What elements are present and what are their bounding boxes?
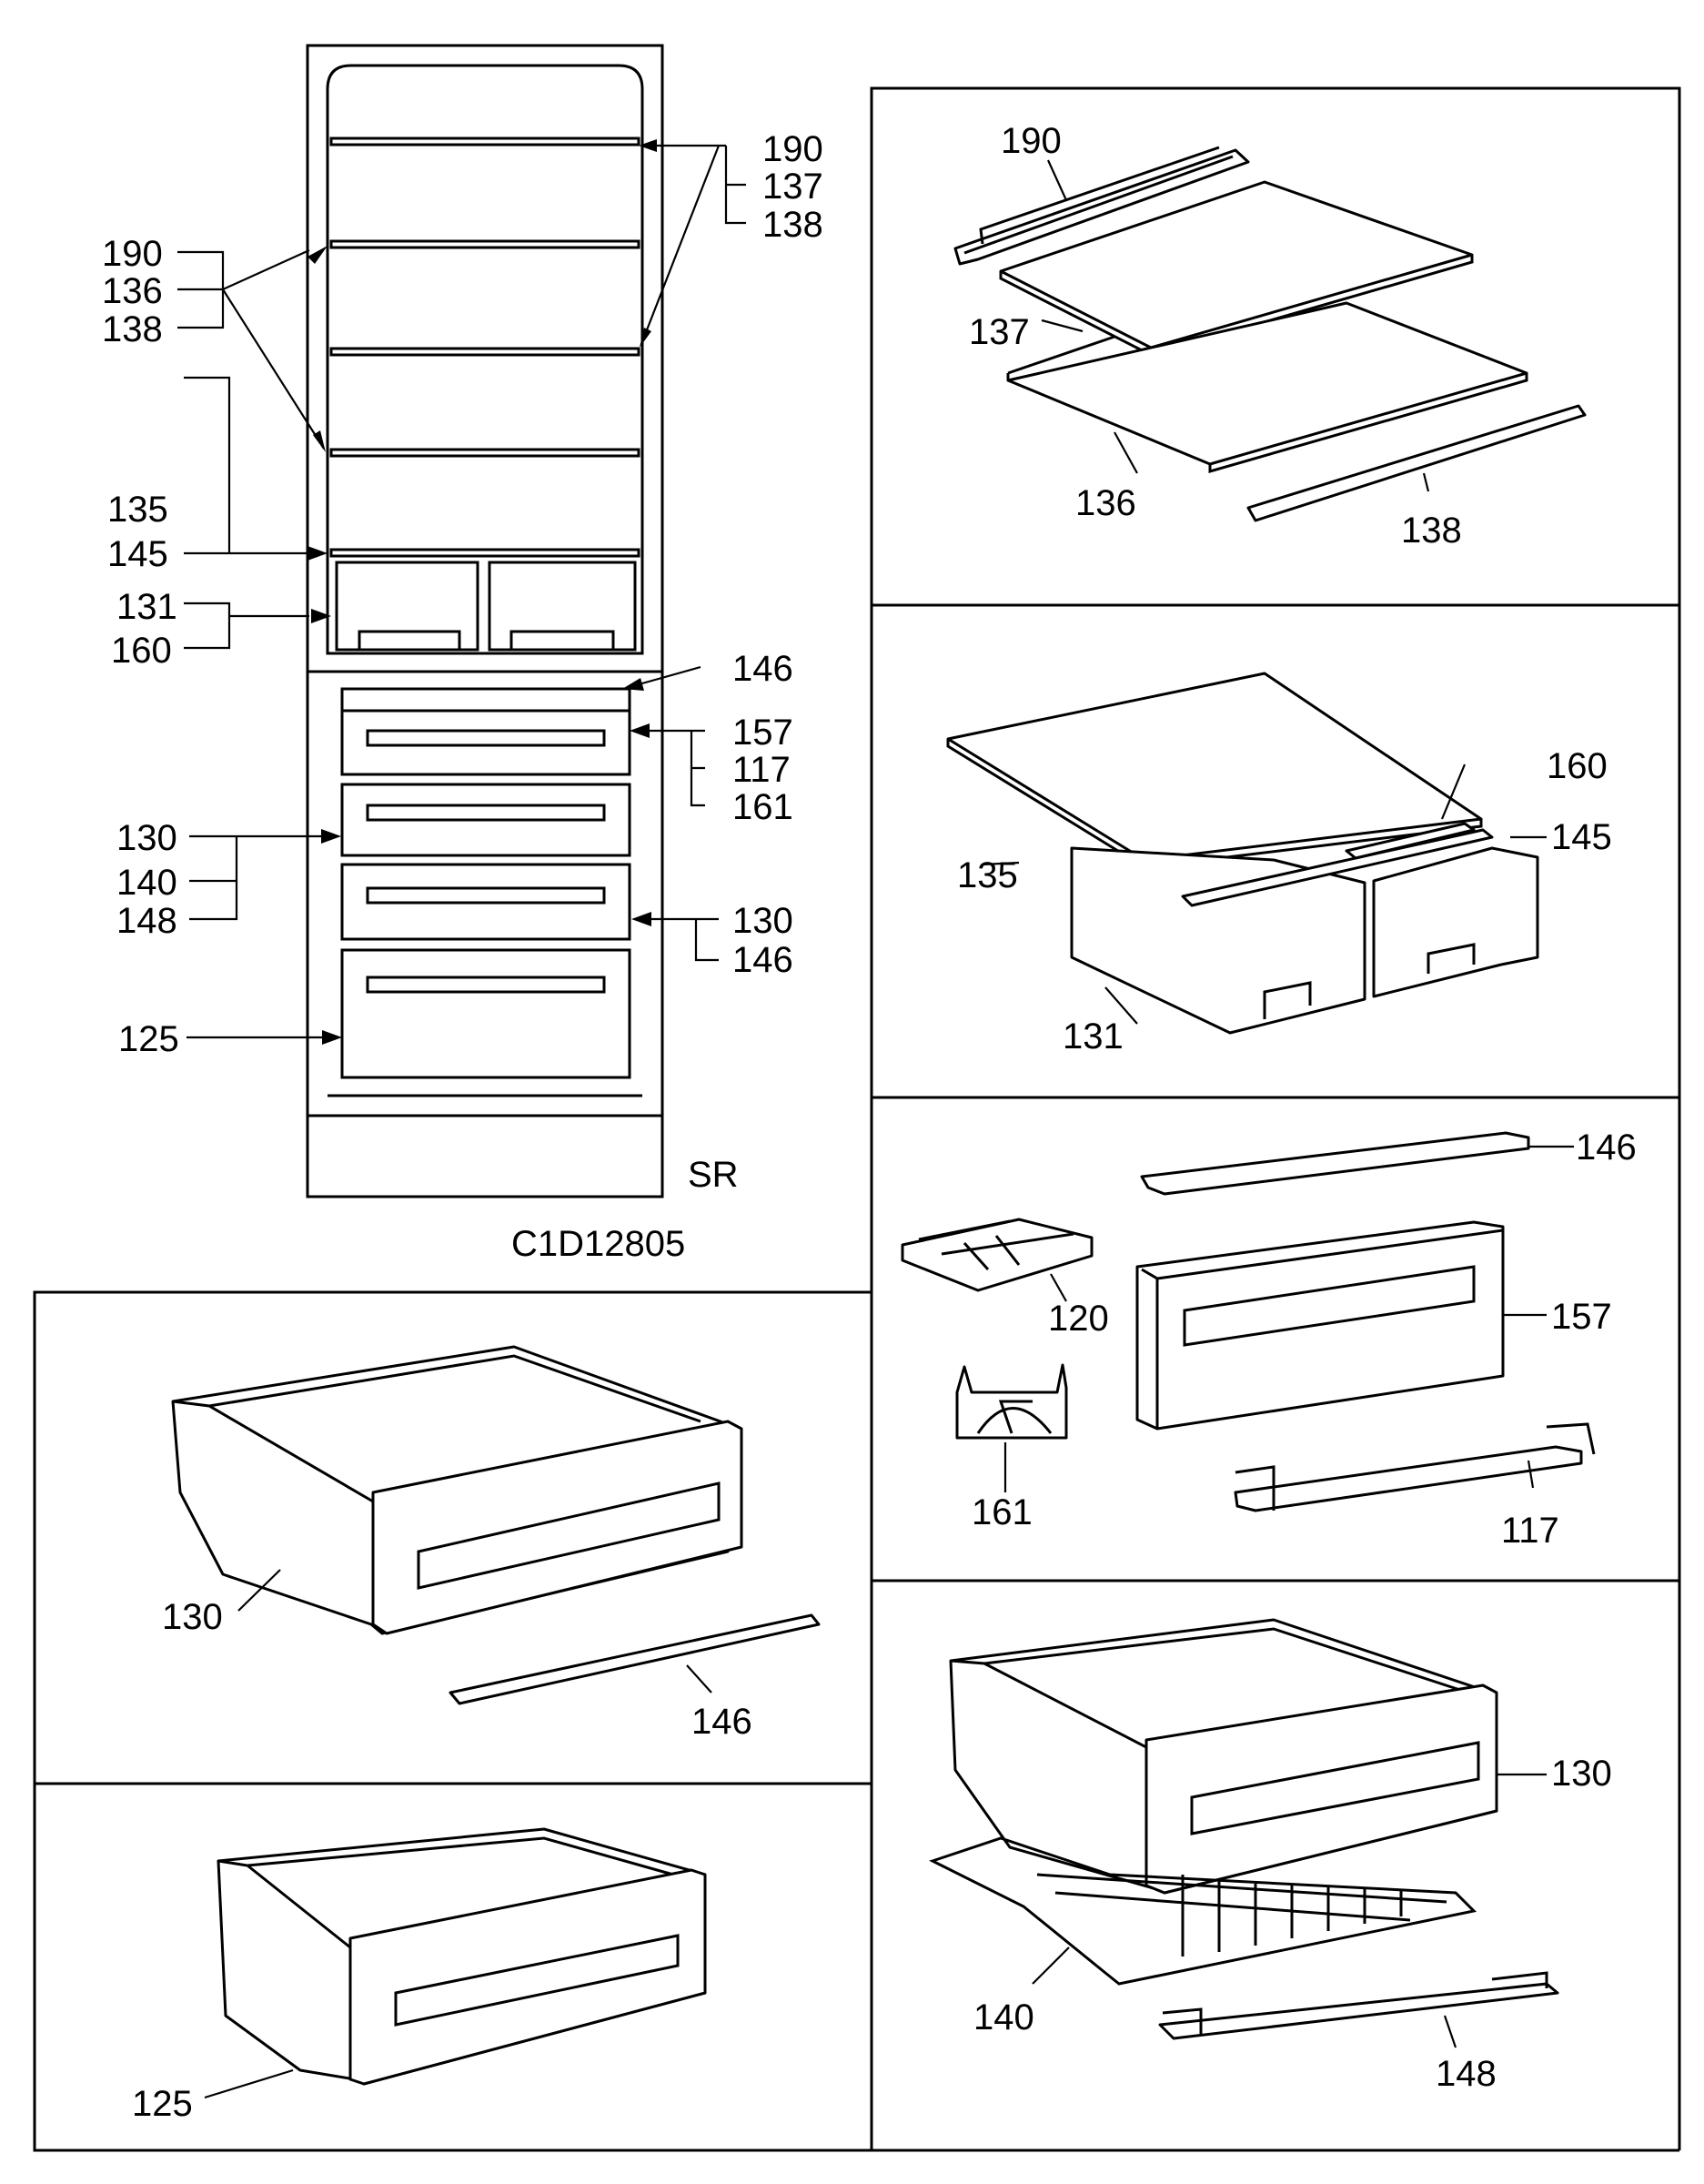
model-code: SR	[688, 1155, 739, 1195]
overview-labels: 190 137 138 190 136 138 135 145 131 160 …	[102, 129, 823, 1264]
overview-label-125: 125	[118, 1019, 179, 1059]
label-137: 137	[969, 312, 1030, 352]
wire-rack-140	[929, 1836, 1477, 1986]
label-146-accessory: 146	[1576, 1127, 1637, 1168]
overview-leaders	[177, 139, 746, 1045]
overview-label-130-right: 130	[732, 901, 793, 941]
overview-label-131: 131	[116, 587, 177, 627]
label-190: 190	[1001, 121, 1062, 161]
overview-label-190-right: 190	[762, 129, 823, 169]
fridge-overview: 190 137 138 190 136 138 135 145 131 160 …	[102, 44, 823, 1264]
crisper-bins	[335, 561, 637, 652]
crisper-bin-131-right	[1372, 846, 1539, 998]
label-138: 138	[1401, 511, 1462, 551]
drawer-front-130	[371, 1420, 743, 1635]
trim-strip-146	[449, 1613, 821, 1705]
overview-label-190-left: 190	[102, 234, 163, 274]
cabinet-outline	[306, 44, 664, 1198]
rail-160	[1345, 822, 1476, 860]
label-148: 148	[1436, 2054, 1497, 2094]
label-160: 160	[1547, 746, 1608, 786]
trim-strip-146	[1140, 1131, 1530, 1196]
overview-label-145: 145	[107, 534, 168, 574]
label-117: 117	[1501, 1511, 1559, 1551]
label-161: 161	[972, 1492, 1033, 1532]
label-130-drawer: 130	[162, 1597, 223, 1637]
freezer-drawers	[306, 687, 664, 1198]
panel-accessories: 146 120 157 161 117	[901, 1127, 1637, 1551]
drawer-front-125	[348, 1868, 707, 2086]
ice-tray-120	[901, 1218, 1094, 1292]
overview-label-130-left: 130	[116, 818, 177, 858]
overview-label-148: 148	[116, 901, 177, 941]
handle-rail-117	[1234, 1445, 1583, 1512]
label-157: 157	[1551, 1297, 1612, 1337]
drawer-front-130-wire	[1144, 1684, 1498, 1895]
wire-rail-148	[1158, 1982, 1559, 2040]
panel-drawer-wire: 130 140 148	[929, 1618, 1612, 2094]
fridge-shelves	[329, 136, 640, 558]
panel-borders	[33, 86, 1681, 2152]
shelf-trim-138	[1246, 404, 1587, 522]
label-130-wire: 130	[1551, 1754, 1612, 1794]
overview-label-138-left: 138	[102, 309, 163, 349]
overview-label-135: 135	[107, 490, 168, 530]
label-131: 131	[1063, 1016, 1124, 1057]
label-135: 135	[957, 855, 1018, 895]
overview-label-117: 117	[732, 750, 791, 790]
panel-drawer-130: 130 146	[162, 1345, 821, 1742]
panel-crisper: 160 145 135 131	[946, 672, 1612, 1057]
overview-label-137: 137	[762, 167, 823, 207]
glass-cover-135	[946, 672, 1483, 862]
overview-label-140: 140	[116, 863, 177, 903]
panel-shelves: 190 137 136 138	[953, 121, 1587, 551]
overview-label-138-right: 138	[762, 205, 823, 245]
label-125: 125	[132, 2084, 193, 2124]
glass-shelf-136	[1006, 301, 1528, 466]
overview-label-160: 160	[111, 631, 172, 671]
label-136: 136	[1075, 483, 1136, 523]
overview-label-161: 161	[732, 787, 793, 827]
panel-drawer-125: 125	[132, 1827, 707, 2124]
diagram-code: C1D12805	[511, 1224, 685, 1264]
overview-label-136: 136	[102, 271, 163, 311]
label-140: 140	[973, 1997, 1034, 2037]
label-146-drawer: 146	[691, 1702, 752, 1742]
overview-label-146: 146	[732, 649, 793, 689]
fridge-compartment	[326, 64, 644, 655]
label-145: 145	[1551, 817, 1612, 857]
overview-label-157: 157	[732, 713, 793, 753]
overview-label-146-right: 146	[732, 940, 793, 980]
label-120: 120	[1048, 1299, 1109, 1339]
